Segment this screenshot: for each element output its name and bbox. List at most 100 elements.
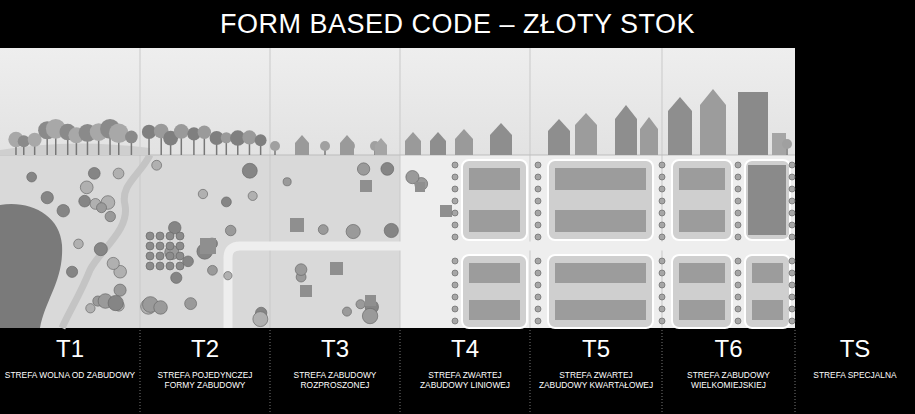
tree — [452, 282, 458, 288]
tree — [789, 258, 795, 264]
urban-block — [672, 160, 732, 240]
tree — [94, 243, 107, 256]
tree — [66, 266, 77, 277]
building-plan — [555, 263, 646, 283]
urban-block — [462, 255, 527, 328]
tree-crown — [320, 141, 330, 151]
tree — [789, 210, 795, 216]
tree — [74, 239, 84, 249]
house-plan — [290, 218, 304, 232]
zone-code: T4 — [451, 336, 479, 362]
tree — [185, 298, 197, 310]
tree — [113, 168, 124, 179]
tree — [41, 192, 53, 204]
tree — [318, 225, 328, 235]
tree — [406, 171, 419, 184]
tree — [27, 172, 37, 182]
tree — [735, 210, 741, 216]
band-divider — [662, 330, 663, 414]
tree — [452, 234, 458, 240]
building-plan — [469, 210, 520, 232]
tree — [452, 210, 458, 216]
tree — [659, 294, 665, 300]
tree — [183, 256, 194, 267]
building-plan — [679, 300, 725, 320]
tree — [535, 186, 541, 192]
zone-code: T2 — [191, 336, 219, 362]
building-plan — [469, 300, 520, 320]
zone-description: STREFA WOLNA OD ZABUDOWY — [1, 370, 139, 380]
tree-crown — [109, 123, 129, 143]
building-plan — [679, 263, 725, 283]
tree — [789, 318, 795, 324]
plan-ground — [0, 155, 795, 328]
tree — [735, 270, 741, 276]
transect-zone: T3STREFA ZABUDOWY ROZPROSZONEJ — [270, 330, 400, 414]
column-divider — [530, 48, 531, 328]
tree — [452, 162, 458, 168]
footpath — [62, 155, 150, 328]
building-plan — [752, 300, 783, 320]
tree — [659, 258, 665, 264]
tree — [789, 162, 795, 168]
tree — [789, 174, 795, 180]
tree — [452, 186, 458, 192]
tree — [156, 262, 164, 270]
zone-code: T1 — [56, 336, 84, 362]
zone-description: STREFA POJEDYNCZEJ FORMY ZABUDOWY — [140, 370, 270, 390]
building-plan — [555, 300, 646, 320]
main-road — [228, 246, 795, 328]
tree — [535, 294, 541, 300]
tree — [735, 294, 741, 300]
house-plan — [330, 262, 343, 275]
tree — [452, 222, 458, 228]
building-elevation — [548, 119, 570, 155]
tree — [659, 162, 665, 168]
tree — [452, 258, 458, 264]
tree-crown — [782, 139, 792, 149]
band-divider — [795, 330, 796, 414]
building-plan — [555, 168, 646, 190]
column-divider — [400, 48, 401, 328]
urban-block — [462, 160, 527, 240]
tree — [535, 318, 541, 324]
tree — [166, 252, 174, 260]
tree — [789, 294, 795, 300]
urban-block — [745, 160, 790, 240]
house-plan — [200, 238, 216, 254]
tree-crown — [174, 124, 189, 139]
tree — [295, 264, 307, 276]
tree — [789, 282, 795, 288]
tree — [221, 197, 231, 207]
column-divider — [270, 48, 271, 328]
tree — [735, 318, 741, 324]
tree — [176, 232, 184, 240]
tree — [535, 234, 541, 240]
tree — [86, 304, 95, 313]
building-elevation — [615, 105, 637, 155]
tree — [735, 306, 741, 312]
building-elevation — [640, 117, 658, 155]
building-elevation — [490, 123, 512, 155]
tree — [166, 232, 174, 240]
tree — [146, 232, 154, 240]
tree — [452, 306, 458, 312]
tree — [659, 198, 665, 204]
zone-description: STREFA ZWARTEJ ZABUDOWY KWARTAŁOWEJ — [530, 370, 662, 390]
tree — [107, 257, 119, 269]
tree — [384, 223, 398, 237]
band-divider — [400, 330, 401, 414]
sky-band — [0, 48, 795, 155]
house-plan — [415, 182, 425, 192]
tree — [248, 191, 257, 200]
tree — [659, 222, 665, 228]
tree — [735, 282, 741, 288]
tree — [789, 270, 795, 276]
tree — [789, 234, 795, 240]
building-plan — [752, 263, 783, 283]
tree — [735, 234, 741, 240]
tree — [659, 186, 665, 192]
building-plan — [679, 168, 725, 190]
zone-description: STREFA ZABUDOWY WIELKOMIEJSKIEJ — [662, 370, 795, 390]
tree — [105, 211, 115, 221]
